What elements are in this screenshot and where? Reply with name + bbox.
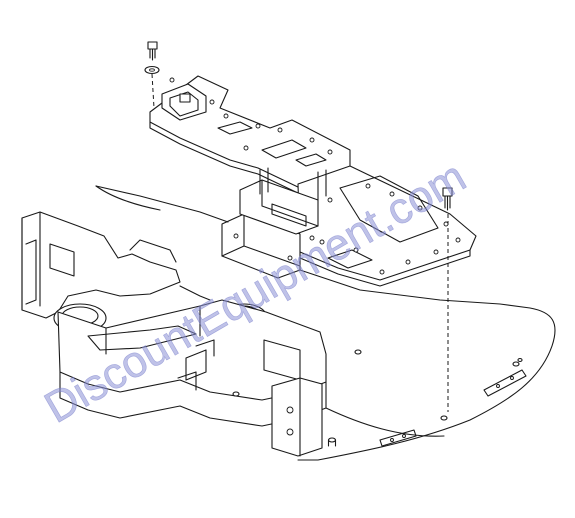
right-bolt <box>442 187 453 211</box>
center-column <box>221 167 327 279</box>
top-bolt-guide-line <box>151 73 155 109</box>
top-bolt <box>147 41 158 61</box>
top-washer <box>144 65 160 75</box>
lower-chassis-frame <box>21 185 556 461</box>
upper-mounting-plate <box>149 75 351 197</box>
